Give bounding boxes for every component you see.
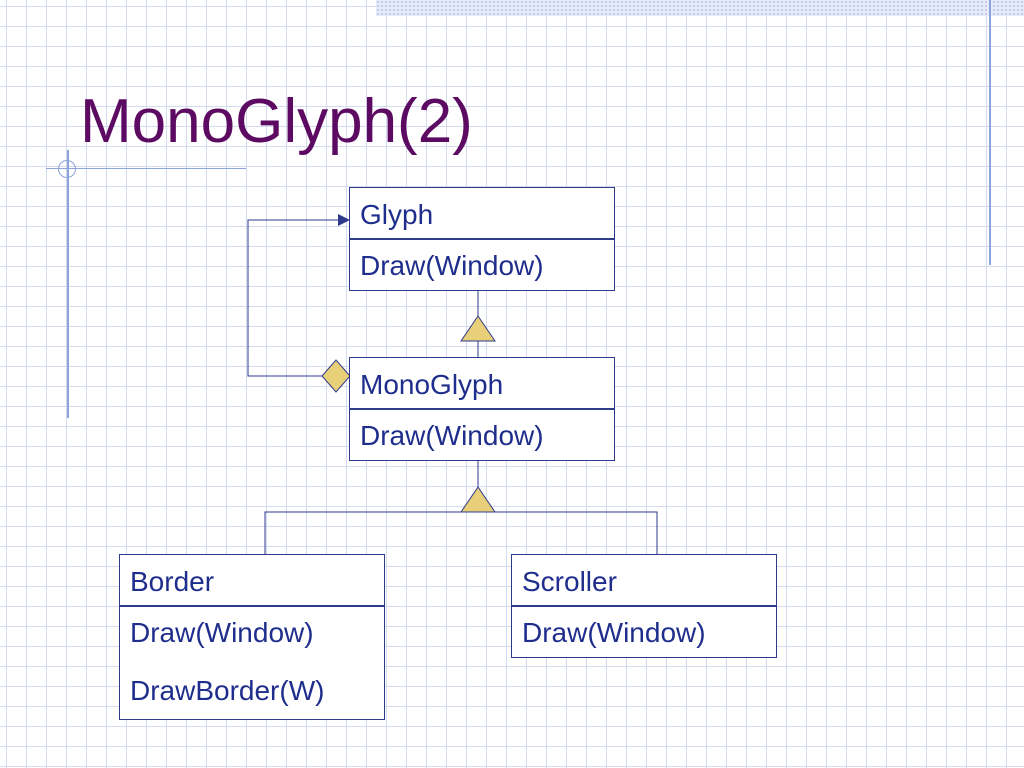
decorative-vertical-line-left	[67, 150, 69, 418]
top-pattern-band	[376, 0, 1024, 16]
class-name: Scroller	[512, 555, 776, 607]
aggregation-line-monoglyph-glyph	[247, 219, 340, 377]
class-scroller: Scroller Draw(Window)	[511, 554, 777, 658]
inheritance-triangle-icon	[460, 315, 496, 342]
slide-title: MonoGlyph(2)	[80, 87, 473, 156]
class-method: DrawBorder(W)	[130, 675, 325, 706]
arrowhead-icon	[338, 214, 350, 226]
class-border: Border Draw(Window) DrawBorder(W)	[119, 554, 385, 720]
class-name: MonoGlyph	[350, 358, 614, 410]
inheritance-branch-line	[264, 511, 658, 555]
class-name: Border	[120, 555, 384, 607]
inheritance-triangle-icon	[460, 486, 496, 513]
class-method: Draw(Window)	[522, 617, 706, 648]
class-glyph: Glyph Draw(Window)	[349, 187, 615, 291]
class-method: Draw(Window)	[130, 617, 314, 648]
decorative-vertical-line-right	[989, 0, 991, 265]
class-monoglyph: MonoGlyph Draw(Window)	[349, 357, 615, 461]
decorative-horizontal-line	[46, 168, 246, 169]
class-method: Draw(Window)	[360, 420, 544, 451]
class-name: Glyph	[350, 188, 614, 240]
aggregation-diamond-icon	[321, 359, 351, 393]
class-method: Draw(Window)	[360, 250, 544, 281]
decorative-circle-icon	[58, 160, 76, 178]
